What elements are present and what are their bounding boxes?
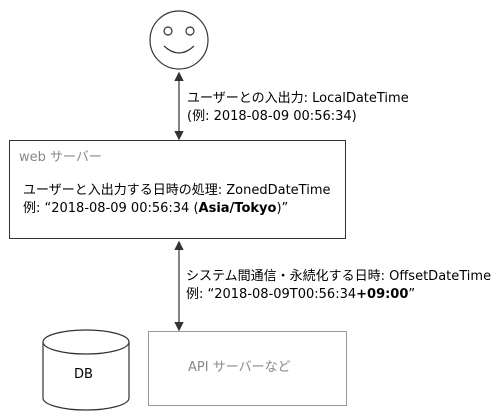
web-server-box: web サーバー ユーザーと入出力する日時の処理: ZonedDateTime … [9, 140, 346, 239]
system-io-example-suffix: ” [408, 287, 416, 302]
api-server-box: API サーバーなど [148, 331, 347, 406]
web-server-processing-line2: 例: “2018-08-09 00:56:34 (Asia/Tokyo)” [23, 200, 288, 218]
api-server-label: API サーバーなど [188, 360, 291, 375]
system-io-label: システム間通信・永続化する日時: OffsetDateTime 例: “2018… [186, 268, 491, 304]
web-server-example-suffix: )” [276, 201, 289, 216]
user-io-line1: ユーザーとの入出力: LocalDateTime [187, 91, 409, 106]
user-io-line2: (例: 2018-08-09 00:56:34) [187, 109, 357, 124]
user-io-label: ユーザーとの入出力: LocalDateTime (例: 2018-08-09 … [187, 90, 409, 126]
db-label: DB [74, 367, 93, 382]
web-server-example-zone: Asia/Tokyo [198, 201, 277, 216]
system-io-line2: 例: “2018-08-09T00:56:34+09:00” [186, 286, 491, 304]
database-cylinder-icon [42, 329, 130, 411]
system-io-example-offset: +09:00 [356, 287, 409, 302]
web-server-label: web サーバー [19, 150, 102, 165]
system-io-line1: システム間通信・永続化する日時: OffsetDateTime [186, 269, 492, 284]
smiley-face-icon [149, 10, 209, 70]
web-server-processing-line1: ユーザーと入出力する日時の処理: ZonedDateTime [23, 183, 331, 198]
system-io-example-prefix: 例: “2018-08-09T00:56:34 [186, 287, 357, 302]
web-server-example-prefix: 例: “2018-08-09 00:56:34 ( [23, 201, 199, 216]
